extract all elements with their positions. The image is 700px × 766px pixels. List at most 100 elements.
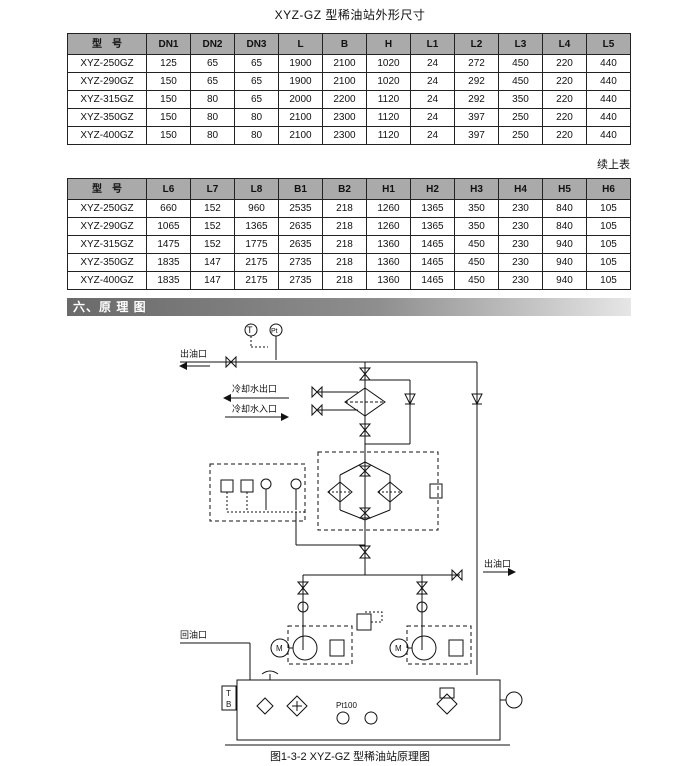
- value-cell: 80: [190, 126, 235, 145]
- cooling-water-in-label: 冷却水入口: [232, 403, 277, 414]
- motor-left-label: M: [276, 644, 283, 653]
- cooler-icon: [344, 387, 386, 417]
- value-cell: 230: [498, 199, 543, 218]
- check-valve-icon: [404, 393, 416, 406]
- figure-caption: 图1-3-2 XYZ-GZ 型稀油站原理图: [269, 751, 431, 763]
- value-cell: 105: [586, 217, 631, 236]
- value-cell: 2100: [278, 126, 323, 145]
- value-cell: 2175: [234, 253, 279, 272]
- valve-icon: [225, 355, 237, 369]
- value-cell: 397: [454, 126, 499, 145]
- value-cell: 65: [234, 54, 279, 73]
- value-cell: 350: [454, 199, 499, 218]
- column-header: 型 号: [67, 178, 147, 200]
- gauge-pt-label: Pt: [271, 328, 278, 335]
- temp-sensor-icon: [364, 711, 378, 725]
- value-cell: 440: [586, 126, 631, 145]
- cooling-water-out-label: 冷却水出口: [232, 383, 277, 394]
- pump-right-icon: [411, 635, 437, 661]
- value-cell: 250: [498, 108, 543, 127]
- value-cell: 152: [190, 235, 235, 254]
- column-header: H4: [498, 178, 543, 200]
- value-cell: 2735: [278, 253, 323, 272]
- value-cell: 2635: [278, 235, 323, 254]
- valve-icon: [358, 465, 372, 477]
- column-header: B2: [322, 178, 367, 200]
- value-cell: 1835: [146, 253, 191, 272]
- value-cell: 105: [586, 235, 631, 254]
- value-cell: 80: [234, 126, 279, 145]
- motor-right-label: M: [395, 644, 402, 653]
- filter-right-icon: [377, 481, 403, 503]
- value-cell: 150: [146, 90, 191, 109]
- valve-icon: [311, 385, 323, 399]
- strainer-icon: [286, 695, 308, 717]
- value-cell: 292: [454, 90, 499, 109]
- value-cell: 220: [542, 126, 587, 145]
- value-cell: 218: [322, 235, 367, 254]
- value-cell: 1465: [410, 253, 455, 272]
- value-cell: 1020: [366, 54, 411, 73]
- value-cell: 350: [454, 217, 499, 236]
- gauge-icon: [290, 478, 302, 490]
- value-cell: 660: [146, 199, 191, 218]
- value-cell: 450: [498, 54, 543, 73]
- value-cell: 24: [410, 108, 455, 127]
- value-cell: 24: [410, 54, 455, 73]
- value-cell: 1900: [278, 72, 323, 91]
- value-cell: 220: [542, 90, 587, 109]
- value-cell: 1120: [366, 90, 411, 109]
- column-header: L: [278, 33, 323, 55]
- column-header: L1: [410, 33, 455, 55]
- value-cell: 218: [322, 199, 367, 218]
- value-cell: 2000: [278, 90, 323, 109]
- value-cell: 272: [454, 54, 499, 73]
- column-header: DN3: [234, 33, 279, 55]
- value-cell: 1365: [410, 217, 455, 236]
- column-header: H: [366, 33, 411, 55]
- value-cell: 147: [190, 253, 235, 272]
- value-cell: 2300: [322, 126, 367, 145]
- value-cell: 105: [586, 199, 631, 218]
- model-cell: XYZ-315GZ: [67, 90, 147, 109]
- value-cell: 1835: [146, 271, 191, 290]
- value-cell: 840: [542, 217, 587, 236]
- value-cell: 230: [498, 217, 543, 236]
- value-cell: 105: [586, 253, 631, 272]
- column-header: H1: [366, 178, 411, 200]
- model-cell: XYZ-290GZ: [67, 217, 147, 236]
- relief-valve-icon: [356, 613, 372, 631]
- column-header: L8: [234, 178, 279, 200]
- value-cell: 65: [190, 72, 235, 91]
- value-cell: 1360: [366, 235, 411, 254]
- model-cell: XYZ-250GZ: [67, 199, 147, 218]
- pressure-switch-icon: [429, 483, 443, 499]
- model-cell: XYZ-400GZ: [67, 271, 147, 290]
- continued-label: 续上表: [597, 159, 630, 171]
- column-header: L7: [190, 178, 235, 200]
- column-header: H2: [410, 178, 455, 200]
- value-cell: 1065: [146, 217, 191, 236]
- value-cell: 1120: [366, 108, 411, 127]
- oil-return-label: 回油口: [180, 629, 207, 640]
- oil-station-schematic: T Pt 出油口 冷却水出口 冷却水入口 出油口 回油口 T B Pt100 M…: [179, 323, 523, 746]
- level-gauge-icon: [505, 691, 523, 709]
- value-cell: 220: [542, 108, 587, 127]
- value-cell: 2200: [322, 90, 367, 109]
- pump-relief-icon: [329, 639, 345, 657]
- model-cell: XYZ-400GZ: [67, 126, 147, 145]
- model-cell: XYZ-350GZ: [67, 253, 147, 272]
- valve-icon: [358, 423, 372, 437]
- value-cell: 2100: [322, 54, 367, 73]
- value-cell: 1775: [234, 235, 279, 254]
- column-header: L4: [542, 33, 587, 55]
- value-cell: 2175: [234, 271, 279, 290]
- value-cell: 2300: [322, 108, 367, 127]
